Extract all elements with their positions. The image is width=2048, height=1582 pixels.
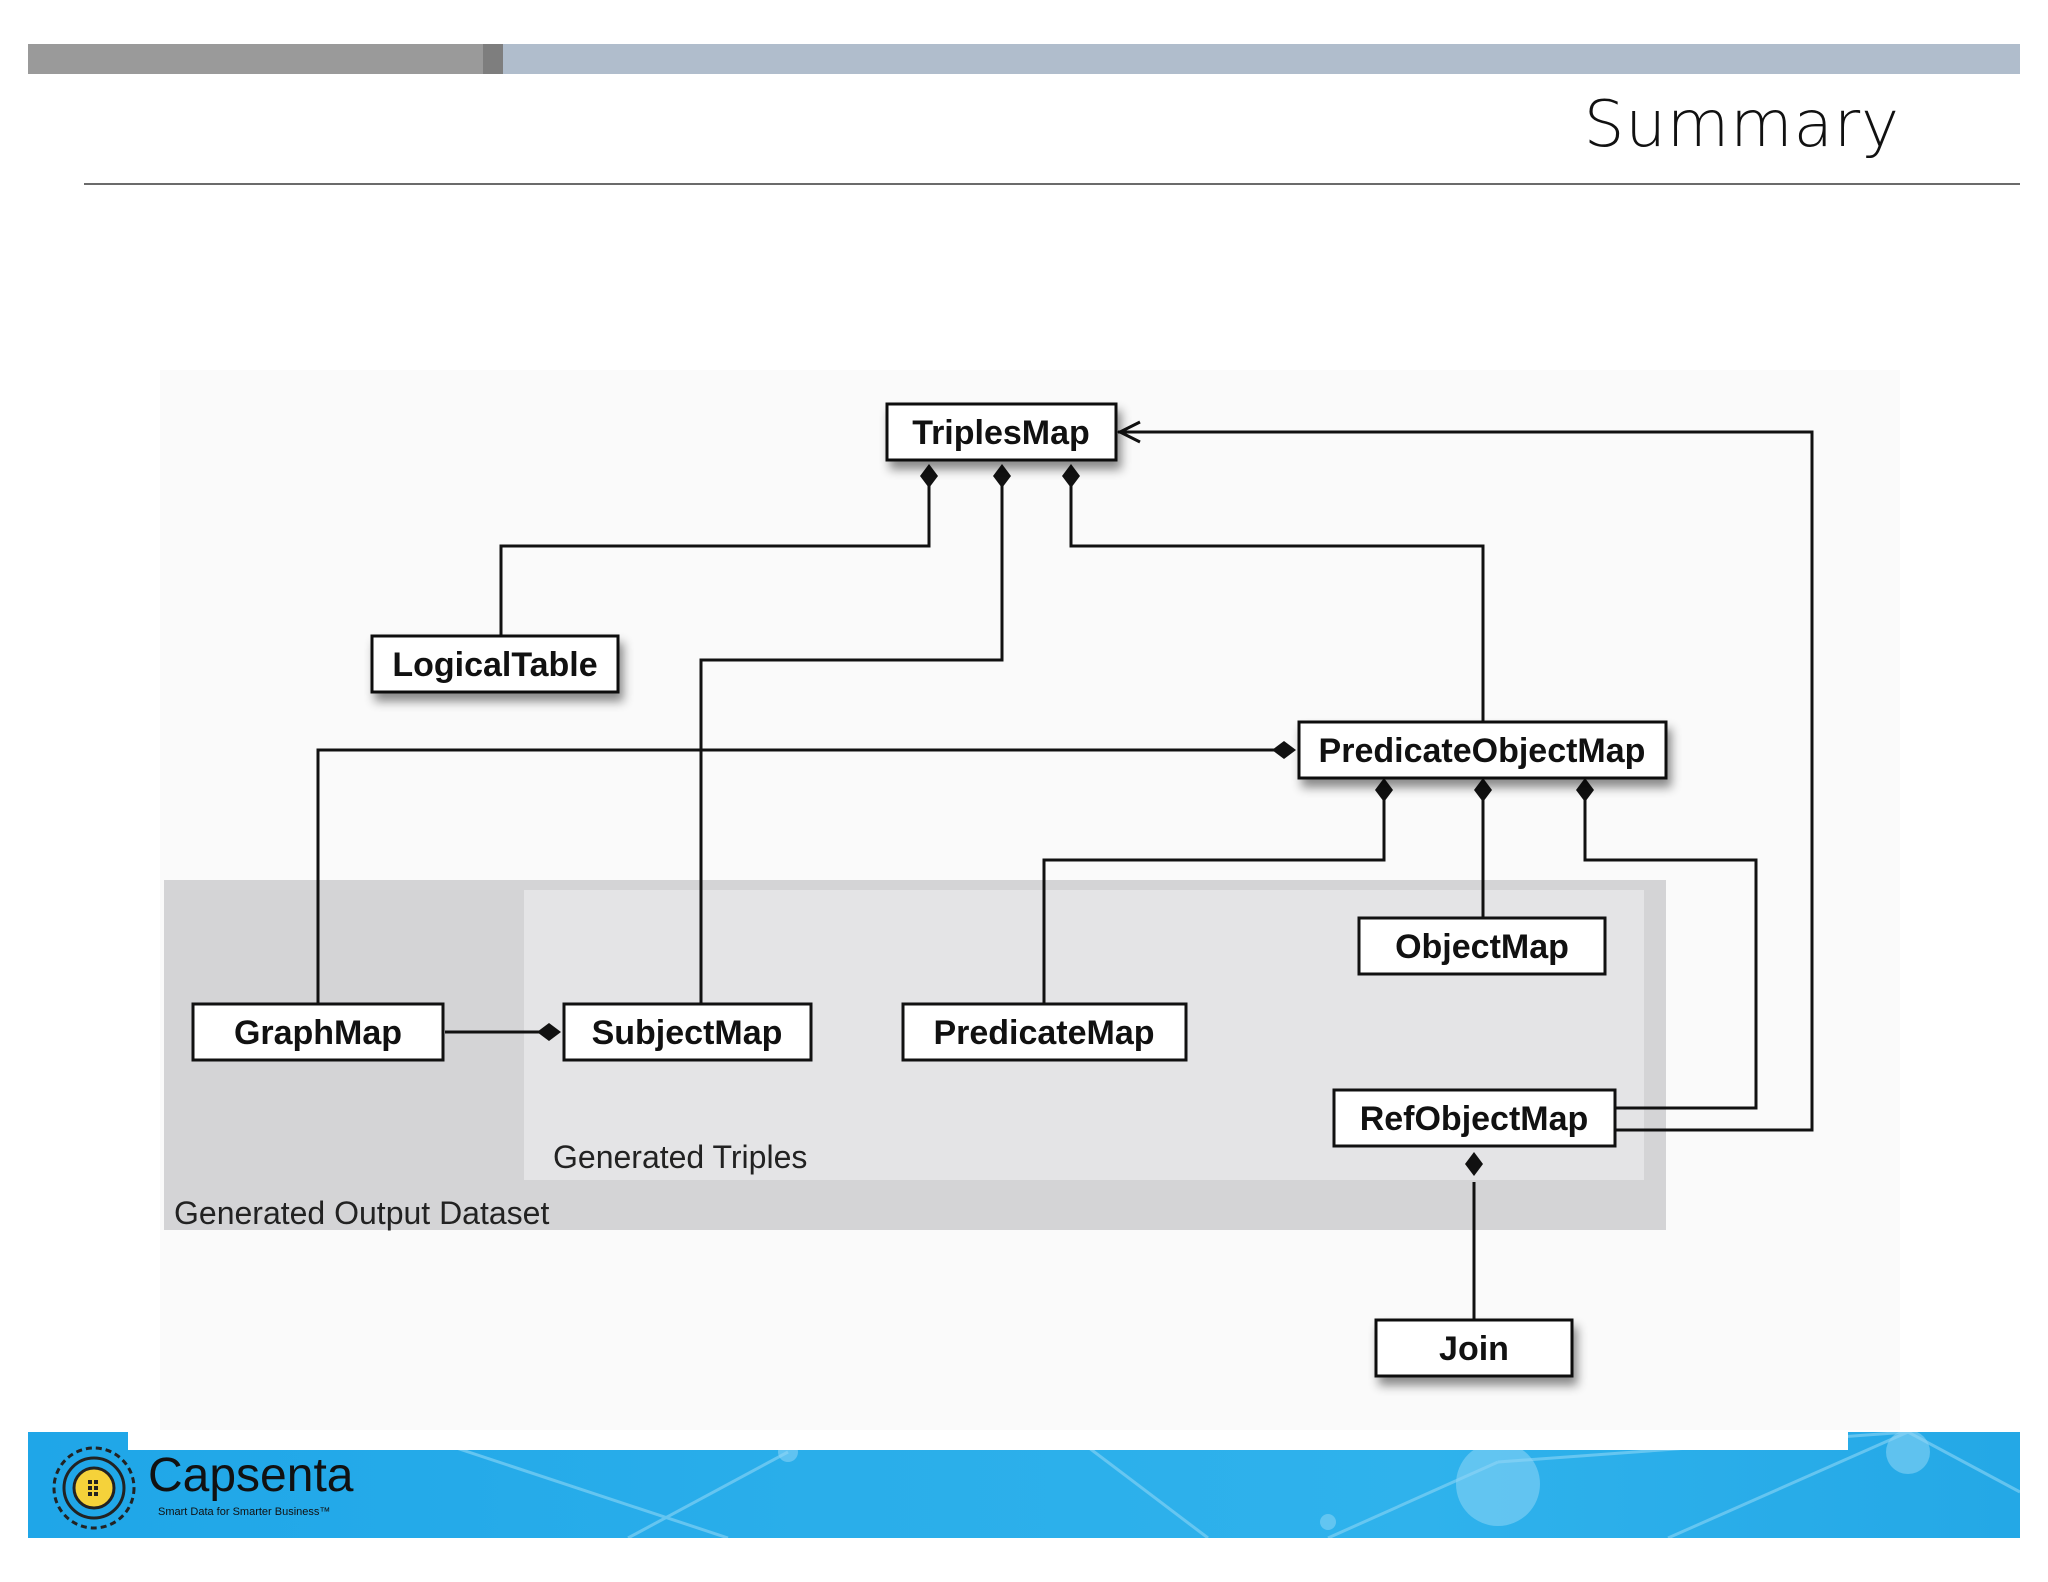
node-label: TriplesMap bbox=[912, 414, 1090, 452]
connector-lines bbox=[316, 430, 1814, 1320]
brand-tagline: Smart Data for Smarter Business™ bbox=[158, 1506, 331, 1518]
footer-top-strip bbox=[128, 1432, 1848, 1450]
node-subject-map: SubjectMap bbox=[562, 1002, 813, 1062]
node-join: Join bbox=[1374, 1318, 1574, 1378]
node-ref-object-map: RefObjectMap bbox=[1332, 1088, 1617, 1148]
node-label: GraphMap bbox=[234, 1014, 402, 1052]
header-bar-accent bbox=[483, 44, 503, 74]
generated-triples-label: Generated Triples bbox=[553, 1139, 807, 1175]
slide-title: Summary bbox=[1583, 88, 1900, 162]
node-predicate-map: PredicateMap bbox=[901, 1002, 1188, 1062]
node-label: PredicateMap bbox=[933, 1014, 1154, 1052]
header-bar-dark bbox=[28, 44, 483, 74]
node-predicate-object-map: PredicateObjectMap bbox=[1297, 720, 1668, 780]
composition-diamonds bbox=[537, 464, 1594, 1176]
network-pattern bbox=[407, 1432, 2020, 1538]
header-bar-light bbox=[503, 44, 2020, 74]
node-label: Join bbox=[1439, 1330, 1509, 1368]
node-object-map: ObjectMap bbox=[1357, 916, 1607, 976]
generated-output-dataset-label: Generated Output Dataset bbox=[174, 1195, 549, 1231]
node-graph-map: GraphMap bbox=[191, 1002, 445, 1062]
node-label: SubjectMap bbox=[592, 1014, 783, 1052]
node-logical-table: LogicalTable bbox=[370, 634, 620, 694]
node-label: RefObjectMap bbox=[1360, 1100, 1589, 1138]
capsenta-logo-icon bbox=[52, 1446, 136, 1530]
node-label: ObjectMap bbox=[1395, 928, 1569, 966]
title-divider bbox=[84, 183, 2020, 185]
node-label: LogicalTable bbox=[392, 646, 597, 684]
brand-name: Capsenta bbox=[148, 1449, 354, 1502]
association-arrowhead bbox=[1116, 420, 1141, 444]
node-label: PredicateObjectMap bbox=[1319, 732, 1646, 770]
node-triples-map: TriplesMap bbox=[885, 402, 1118, 462]
